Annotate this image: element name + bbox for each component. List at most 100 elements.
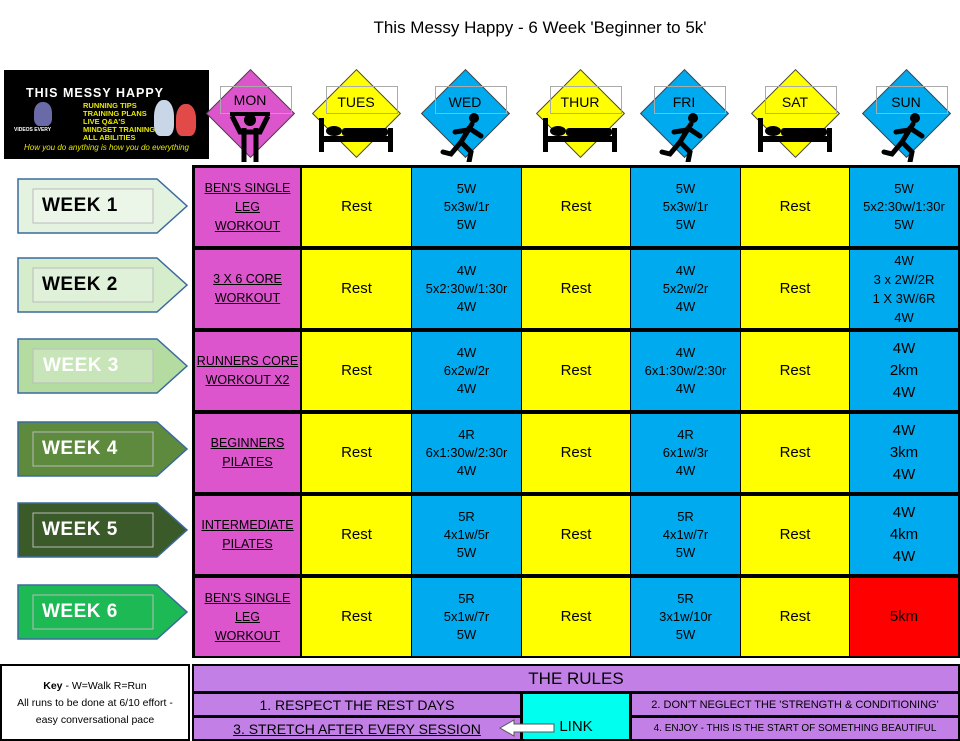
day-label-mon: MON — [233, 92, 267, 108]
cell-line: Rest — [779, 198, 811, 215]
cell-line: 4W — [675, 463, 696, 478]
cell-line: 4W — [456, 463, 477, 478]
runner-figure-icon — [154, 100, 174, 136]
cell-line: Rest — [341, 362, 372, 379]
cell-week6-thur: Rest — [522, 578, 630, 656]
cell-line: 6x1:30w/2:30r — [425, 445, 508, 460]
cell-line: BEN'S SINGLE LEG — [204, 180, 291, 214]
cell-week1-sat: Rest — [741, 168, 849, 246]
cell-week3-mon[interactable]: RUNNERS CORE WORKOUT X2 — [195, 332, 300, 410]
cell-line: 5W — [456, 217, 477, 232]
key-effort: All runs to be done at 6/10 effort - — [17, 697, 173, 709]
cell-line: 5x3w/1r — [443, 199, 490, 214]
page-title: This Messy Happy - 6 Week 'Beginner to 5… — [373, 18, 707, 37]
cell-week6-sun: 5km — [850, 578, 958, 656]
cell-line: 5W — [894, 217, 914, 232]
week-label-1: WEEK 1 — [42, 195, 118, 216]
cell-line: 4W — [894, 253, 914, 268]
cell-week4-thur: Rest — [522, 414, 630, 492]
cell-week4-wed: 4R 6x1:30w/2:30r 4W — [412, 414, 521, 492]
cell-line: 5km — [889, 608, 919, 625]
cell-line: 5W — [675, 181, 696, 196]
cell-line: 3km — [889, 444, 919, 461]
cell-line: 6x2w/2r — [443, 363, 490, 378]
cell-line: 4x1w/5r — [443, 527, 490, 542]
cell-line: 5R — [677, 591, 694, 606]
cell-line: BEN'S SINGLE LEG — [204, 590, 291, 624]
cell-line: Rest — [560, 444, 592, 461]
cell-line: RUNNERS CORE — [196, 354, 299, 368]
day-label-tues: TUES — [337, 94, 375, 110]
cell-line: Rest — [341, 526, 372, 543]
cell-line: 3x1w/10r — [659, 609, 712, 624]
cell-line: 4W — [675, 263, 696, 278]
cell-week4-mon[interactable]: BEGINNERS PILATES — [195, 414, 300, 492]
cell-line: 3 X 6 CORE — [213, 272, 282, 286]
cell-line: 5W — [675, 217, 696, 232]
cell-line: 5W — [456, 627, 477, 642]
cell-line: 4W — [675, 345, 696, 360]
cell-line: Rest — [560, 608, 592, 625]
cell-line: WORKOUT X2 — [205, 373, 290, 387]
cell-line: 4W — [675, 381, 696, 396]
week-label-4: WEEK 4 — [42, 438, 118, 459]
bed-icon — [543, 118, 617, 152]
cell-line: Rest — [560, 526, 592, 543]
cell-line: Rest — [560, 362, 592, 379]
cell-week1-thur: Rest — [522, 168, 630, 246]
key-pace: easy conversational pace — [35, 714, 155, 726]
key-box: Key - W=Walk R=Run All runs to be done a… — [0, 664, 190, 741]
day-label-box — [765, 86, 837, 114]
cell-line: 5x2w/2r — [662, 281, 709, 296]
cell-week2-thur: Rest — [522, 250, 630, 328]
cell-line: 4W — [892, 466, 916, 483]
cell-line: 6x1w/3r — [662, 445, 709, 460]
cell-line: PILATES — [222, 455, 273, 469]
cell-line: 5R — [458, 591, 475, 606]
cell-line: 4R — [458, 427, 475, 442]
cell-line: 5R — [677, 509, 694, 524]
cell-line: INTERMEDIATE — [201, 518, 294, 532]
cell-line: 1 X 3W/6R — [872, 291, 936, 306]
cell-line: PILATES — [222, 537, 273, 551]
runner-icon — [881, 113, 925, 162]
strength-icon — [229, 112, 271, 162]
day-label-box — [435, 86, 507, 114]
day-label-sun: SUN — [891, 94, 921, 110]
cell-line: 4W — [892, 384, 916, 401]
rule-2: 2. DON'T NEGLECT THE 'STRENGTH & CONDITI… — [630, 692, 960, 717]
cell-line: 4W — [892, 340, 916, 357]
cell-week2-sat: Rest — [741, 250, 849, 328]
rule-3[interactable]: 3. STRETCH AFTER EVERY SESSION — [192, 716, 522, 741]
cell-line: WORKOUT — [214, 218, 281, 233]
cell-line: 4R — [677, 427, 694, 442]
cell-line: Rest — [341, 280, 372, 297]
brand-logo: THIS MESSY HAPPY RUNNING TIPS TRAINING P… — [4, 70, 209, 159]
day-label-sat: SAT — [781, 94, 809, 110]
week-arrow-5 — [17, 502, 189, 558]
cell-week1-mon[interactable]: BEN'S SINGLE LEG WORKOUT — [195, 168, 300, 246]
cell-line: Rest — [341, 444, 372, 461]
cell-line: Rest — [779, 362, 811, 379]
cell-line: Rest — [779, 608, 811, 625]
runner-figure-icon — [176, 104, 196, 136]
link-label: LINK — [559, 718, 593, 735]
link-box[interactable]: LINK — [521, 692, 631, 741]
cell-line: BEGINNERS — [210, 436, 285, 450]
cell-week5-mon[interactable]: INTERMEDIATE PILATES — [195, 496, 300, 574]
person-figure-icon — [34, 102, 52, 126]
day-label-box — [550, 86, 622, 114]
